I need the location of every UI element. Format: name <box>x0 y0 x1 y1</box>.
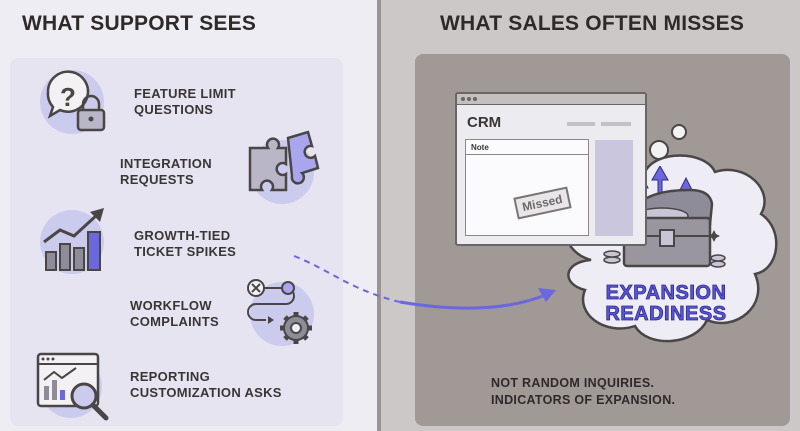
left-heading: WHAT SUPPORT SEES <box>22 12 257 35</box>
crm-side-panel <box>595 140 633 236</box>
crm-placeholder-line <box>601 122 631 126</box>
crm-placeholder-line <box>567 122 595 126</box>
crm-window: CRM Note Missed <box>455 92 647 246</box>
panel-divider <box>377 0 381 431</box>
workflow-gear-icon <box>247 279 312 344</box>
note-label: Note <box>471 143 489 152</box>
growth-chart-icon <box>43 208 104 271</box>
crm-title: CRM <box>467 114 502 131</box>
report-magnifier-icon <box>36 352 109 421</box>
crm-note: Note <box>465 139 589 236</box>
footer-text: NOT RANDOM INQUIRIES.INDICATORS OF EXPAN… <box>491 376 676 407</box>
puzzle-icon <box>248 130 320 192</box>
svg-text:?: ? <box>60 82 76 112</box>
crm-titlebar <box>457 94 645 105</box>
question-lock-icon: ? <box>46 70 106 132</box>
right-heading: WHAT SALES OFTEN MISSES <box>440 12 745 35</box>
flow-arrow <box>293 255 556 310</box>
